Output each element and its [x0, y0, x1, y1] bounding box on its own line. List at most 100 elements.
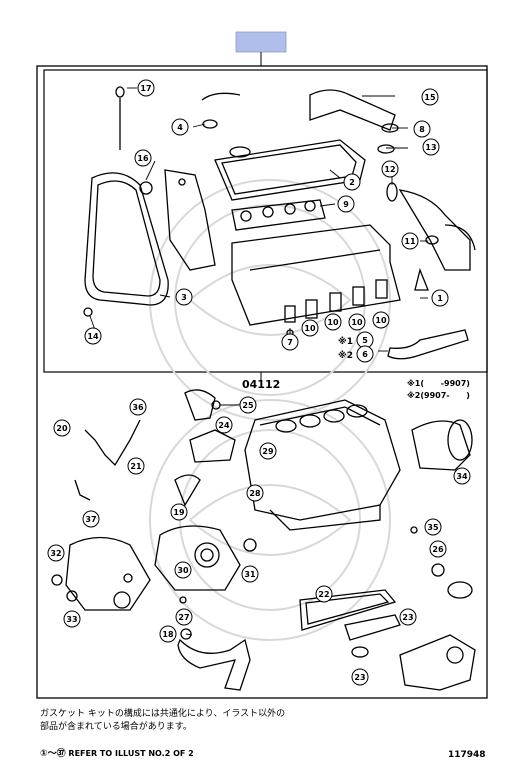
legend-text-2: (9907- ) — [420, 391, 470, 400]
header-tab — [235, 31, 287, 53]
callout-num-16: 16 — [137, 154, 149, 163]
leader-lines — [89, 87, 428, 636]
callout-num-37: 37 — [85, 515, 96, 524]
callout-33 — [63, 610, 81, 628]
callout-23a — [399, 608, 417, 626]
callout-num-5: 5 — [362, 336, 368, 345]
callout-num-17: 17 — [140, 84, 151, 93]
callout-num-30: 30 — [177, 566, 189, 575]
callout-8 — [413, 120, 431, 138]
callout-numbers: 1 2 3 4 5 6 7 8 9 10 10 10 10 11 12 13 1… — [50, 84, 468, 682]
callout-num-2: 2 — [349, 178, 355, 187]
callout-35 — [424, 518, 442, 536]
callout-num-10b: 10 — [327, 318, 339, 327]
callout-14 — [84, 327, 102, 345]
note-line-2: 部品が含まれている場合があります。 — [40, 722, 192, 732]
callout-26 — [429, 540, 447, 558]
callout-30 — [174, 561, 192, 579]
callout-num-10c: 10 — [351, 318, 363, 327]
callout-32 — [47, 544, 65, 562]
callout-10a — [301, 319, 319, 337]
callout-19 — [170, 503, 188, 521]
callout-num-18: 18 — [162, 630, 174, 639]
callout-29 — [259, 442, 277, 460]
callout-num-23a: 23 — [402, 613, 413, 622]
callout-num-21: 21 — [130, 462, 142, 471]
callout-num-25: 25 — [242, 401, 254, 410]
callout-36 — [129, 398, 147, 416]
callout-34 — [453, 467, 471, 485]
callout-27 — [175, 608, 193, 626]
callout-num-29: 29 — [262, 447, 274, 456]
callout-1 — [431, 289, 449, 307]
callout-10c — [348, 313, 366, 331]
callout-num-31: 31 — [244, 570, 256, 579]
callout-num-28: 28 — [249, 489, 261, 498]
callout-num-11: 11 — [404, 237, 416, 246]
callout-num-26: 26 — [432, 545, 444, 554]
legend-mark-2: ※2 — [407, 391, 421, 400]
top-group-frame — [43, 69, 488, 373]
callout-num-10a: 10 — [304, 324, 316, 333]
callout-10b — [324, 313, 342, 331]
callout-num-7: 7 — [287, 338, 293, 347]
callout-9 — [337, 195, 355, 213]
callout-28 — [246, 484, 264, 502]
callout-6 — [356, 345, 374, 363]
callout-num-24: 24 — [218, 421, 230, 430]
callout-12 — [381, 160, 399, 178]
callout-18 — [159, 625, 177, 643]
bottom-parts — [51, 389, 476, 691]
legend-row-2: ※2(9907- ) — [407, 391, 470, 400]
callout-10d — [372, 311, 390, 329]
group-code: 04112 — [242, 378, 281, 391]
reference-note: ①～㊲ REFER TO ILLUST NO.2 OF 2 — [40, 746, 194, 759]
callout-37 — [82, 510, 100, 528]
callout-24 — [215, 416, 233, 434]
callout-num-1: 1 — [437, 294, 443, 303]
legend-row-1: ※1( -9907) — [407, 379, 470, 388]
callout-11 — [401, 232, 419, 250]
callout-16 — [134, 149, 152, 167]
callout-7 — [281, 333, 299, 351]
note-line-1: ガスケット キットの構成には共通化により、イラスト以外の — [40, 709, 286, 719]
callout-num-8: 8 — [419, 125, 425, 134]
callout-22 — [315, 585, 333, 603]
callout-num-15: 15 — [424, 93, 436, 102]
reference-text: REFER TO ILLUST NO.2 OF 2 — [68, 749, 194, 758]
callout-2 — [343, 173, 361, 191]
callout-num-6: 6 — [362, 350, 368, 359]
callout-num-13: 13 — [425, 143, 436, 152]
callout-31 — [241, 565, 259, 583]
prefix-mark-6: ※2 — [338, 350, 353, 361]
callout-num-34: 34 — [456, 472, 468, 481]
callout-17 — [137, 79, 155, 97]
reference-range: ①～㊲ — [40, 749, 66, 759]
callouts-bottom — [47, 396, 471, 686]
callouts-top — [84, 79, 449, 363]
watermark — [149, 179, 391, 641]
callout-num-12: 12 — [384, 165, 395, 174]
legend-text-1: ( -9907) — [420, 379, 470, 388]
callout-15 — [421, 88, 439, 106]
callout-4 — [171, 118, 189, 136]
callout-num-32: 32 — [50, 549, 61, 558]
callout-21 — [127, 457, 145, 475]
callout-num-27: 27 — [178, 613, 189, 622]
callout-num-4: 4 — [177, 123, 183, 132]
callout-25 — [239, 396, 257, 414]
callout-num-36: 36 — [132, 403, 144, 412]
outer-frame — [36, 65, 488, 699]
callout-num-23b: 23 — [354, 673, 365, 682]
callout-num-10d: 10 — [375, 316, 387, 325]
callout-23b — [351, 668, 369, 686]
callout-num-20: 20 — [56, 424, 68, 433]
callout-num-19: 19 — [173, 508, 185, 517]
callout-num-33: 33 — [66, 615, 77, 624]
legend-mark-1: ※1 — [407, 379, 421, 388]
top-parts — [83, 86, 476, 360]
callout-num-3: 3 — [181, 293, 187, 302]
prefix-mark-5: ※1 — [338, 336, 353, 347]
callout-num-35: 35 — [427, 523, 439, 532]
